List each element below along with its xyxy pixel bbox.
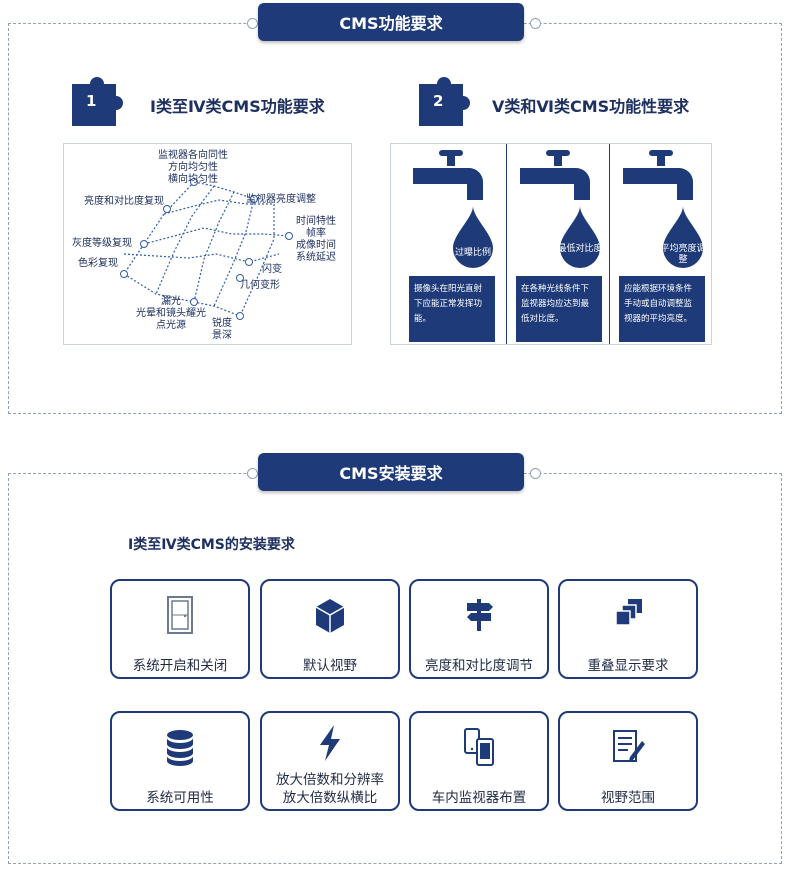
drop-label-1: 过曝比例 — [454, 248, 491, 258]
section-banner-function: CMS功能要求 — [258, 3, 524, 41]
card-label: 重叠显示要求 — [587, 658, 669, 674]
label-brightness-contrast: 亮度和对比度复现 — [84, 196, 164, 207]
drop-label-2: 最低对比度 — [557, 244, 603, 254]
label-leakage: 漏光 光晕和镜头耀光 点光源 — [136, 296, 206, 331]
devices-icon — [464, 728, 494, 766]
label-monitor-brightness: 监视器亮度调整 — [246, 194, 316, 205]
part1-title: Ⅰ类至Ⅳ类CMS功能要求 — [150, 97, 325, 116]
signpost-icon — [467, 599, 493, 631]
cube-icon — [315, 599, 345, 633]
card-label: 视野范围 — [601, 790, 655, 806]
card-label: 放大倍数和分辨率 放大倍数纵横比 — [276, 772, 384, 806]
lightning-icon — [320, 725, 340, 761]
card-fov-range[interactable]: 视野范围 — [558, 711, 698, 811]
card-label: 系统开启和关闭 — [132, 658, 228, 674]
card-magnification[interactable]: 放大倍数和分辨率 放大倍数纵横比 — [260, 711, 400, 811]
install-heading: Ⅰ类至Ⅳ类CMS的安装要求 — [128, 537, 295, 553]
layers-icon — [615, 599, 642, 626]
card-interior-monitor[interactable]: 车内监视器布置 — [409, 711, 549, 811]
part2-title: Ⅴ类和Ⅵ类CMS功能性要求 — [492, 97, 690, 116]
label-flicker: 闪变 — [262, 264, 282, 275]
section-title: CMS功能要求 — [339, 14, 443, 33]
panel-dot-right — [530, 18, 541, 29]
database-icon — [167, 730, 193, 766]
tap-text-2: 在各种光线条件下监视器均应达到最低对比度。 — [516, 276, 602, 342]
section-banner-install: CMS安装要求 — [258, 453, 524, 491]
tap-icon-1 — [413, 150, 483, 200]
label-sharpness: 锐度 景深 — [212, 318, 232, 341]
card-brightness-contrast[interactable]: 亮度和对比度调节 — [409, 579, 549, 679]
card-overlap-display[interactable]: 重叠显示要求 — [558, 579, 698, 679]
document-edit-icon — [613, 730, 645, 762]
diagram-mesh — [120, 178, 293, 320]
tap-icon-2 — [520, 150, 590, 200]
tap-divider-1 — [506, 144, 507, 344]
tap-text-3: 应能根据环境条件手动或自动调整监视器的平均亮度。 — [619, 276, 705, 342]
door-icon — [167, 596, 193, 634]
panel-dot-left — [247, 18, 258, 29]
puzzle-icon-1 — [72, 77, 123, 126]
card-label: 亮度和对比度调节 — [425, 658, 533, 674]
drop-label-3: 平均亮度调整 — [660, 244, 706, 265]
drop-icon-2 — [560, 206, 600, 268]
label-geometric: 几何变形 — [240, 280, 280, 291]
function-diagram: 监视器各向同性 方向均匀性 横向均匀性 亮度和对比度复现 监视器亮度调整 时间特… — [63, 143, 352, 345]
card-system-availability[interactable]: 系统可用性 — [110, 711, 250, 811]
label-color: 色彩复现 — [78, 258, 118, 269]
card-label: 系统可用性 — [146, 790, 214, 806]
card-default-fov[interactable]: 默认视野 — [260, 579, 400, 679]
drop-icon-1 — [453, 206, 493, 268]
panel-dot-right-2 — [530, 468, 541, 479]
tap-divider-2 — [609, 144, 610, 344]
label-isotropy: 监视器各向同性 方向均匀性 横向均匀性 — [158, 150, 228, 185]
puzzle-number-2: 2 — [433, 92, 444, 110]
drop-icon-3 — [663, 206, 703, 268]
section-title-install: CMS安装要求 — [339, 464, 443, 483]
card-system-on-off[interactable]: 系统开启和关闭 — [110, 579, 250, 679]
puzzle-number-1: 1 — [86, 92, 97, 110]
panel-dot-left-2 — [247, 468, 258, 479]
card-label: 默认视野 — [303, 658, 357, 674]
label-temporal: 时间特性 帧率 成像时间 系统延迟 — [296, 216, 336, 263]
tap-text-1: 摄像头在阳光直射下应能正常发挥功能。 — [409, 276, 495, 342]
puzzle-icon-2 — [419, 77, 470, 126]
card-label: 车内监视器布置 — [431, 790, 527, 806]
tap-panel: 过曝比例 摄像头在阳光直射下应能正常发挥功能。 最低对比度 在各种光线条件下监视… — [390, 143, 712, 345]
label-grayscale: 灰度等级复现 — [72, 238, 132, 249]
tap-icon-3 — [623, 150, 693, 200]
